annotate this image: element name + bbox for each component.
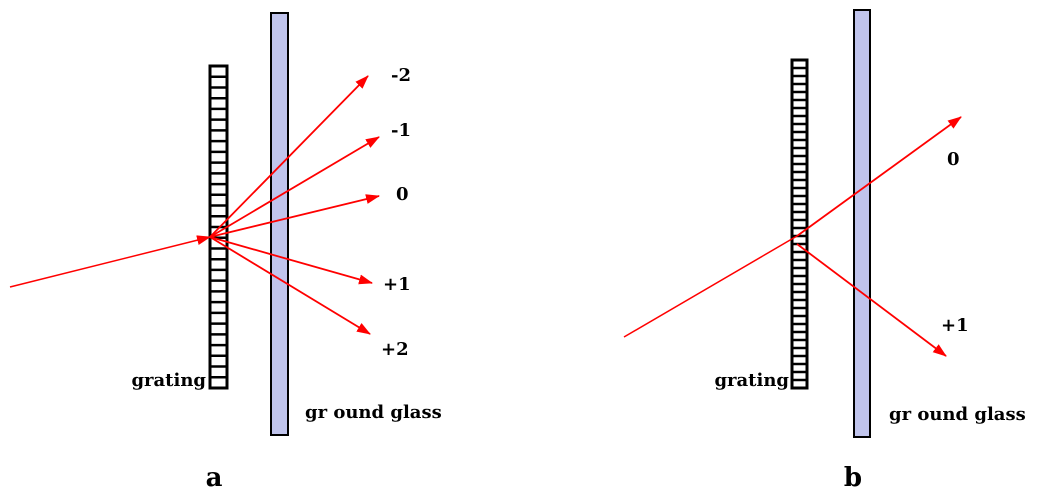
incident-ray-a xyxy=(9,235,211,288)
ground-glass-label-a: gr ound glass xyxy=(305,402,442,423)
order-label-b-0: 0 xyxy=(947,149,960,170)
grating-b-frame xyxy=(790,58,809,390)
incident-ray-b xyxy=(623,235,798,338)
order-ray-b-0 xyxy=(796,116,962,237)
order-ray-a-plus2 xyxy=(209,236,371,335)
ground-glass-plate-b xyxy=(853,9,871,438)
panel-label-b: b xyxy=(844,463,862,490)
grating-a xyxy=(208,64,229,390)
rays-a xyxy=(9,75,380,335)
order-label-a-plus2: +2 xyxy=(381,339,409,360)
order-label-a-0: 0 xyxy=(396,184,409,205)
order-ray-a-plus1 xyxy=(209,236,373,285)
order-label-a-plus1: +1 xyxy=(383,274,411,295)
rays-b xyxy=(623,116,962,357)
panel-label-a: a xyxy=(206,463,223,490)
order-ray-a-minus1 xyxy=(209,136,380,238)
grating-label-b: grating xyxy=(714,370,789,391)
grating-label-a: grating xyxy=(131,370,206,391)
grating-b xyxy=(790,58,809,390)
order-ray-b-plus1 xyxy=(796,243,947,357)
order-label-b-plus1: +1 xyxy=(941,315,969,336)
order-label-a-minus1: -1 xyxy=(391,120,411,141)
order-label-a-minus2: -2 xyxy=(391,65,411,86)
panel-b: 0 +1 grating gr ound glass b xyxy=(623,9,1026,490)
order-ray-a-0 xyxy=(209,194,380,238)
panel-a: -2 -1 0 +1 +2 grating gr ound glass a xyxy=(9,12,442,490)
ground-glass-label-b: gr ound glass xyxy=(889,404,1026,425)
ground-glass-plate-a xyxy=(270,12,289,436)
order-ray-a-minus2 xyxy=(209,75,369,238)
